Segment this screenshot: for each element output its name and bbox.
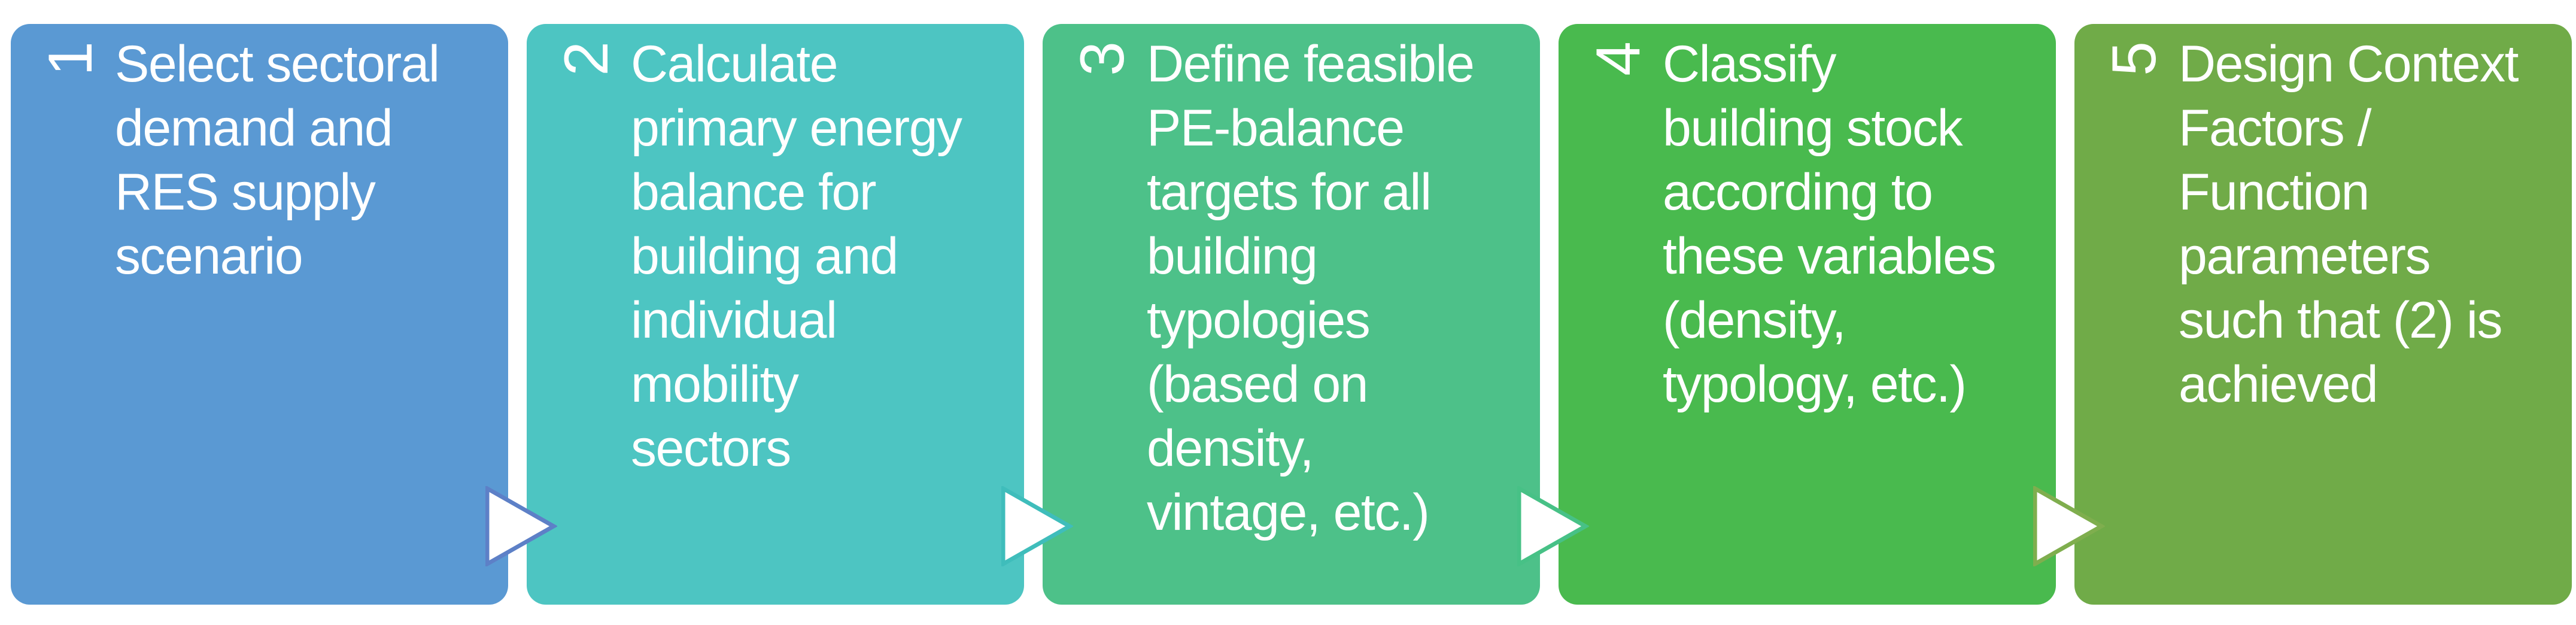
- arrow-right-icon: [2033, 486, 2105, 566]
- arrow-right-icon: [1001, 486, 1073, 566]
- step-1-label: Select sectoral demand and RES supply sc…: [115, 35, 440, 285]
- process-step-4: 4 Classify building stock according to t…: [1559, 24, 2105, 605]
- process-step-5: 5 Design Context Factors / Function para…: [2074, 24, 2572, 605]
- process-step-1: 1 Select sectoral demand and RES supply …: [11, 24, 557, 605]
- process-step-2: 2 Calculate primary energy balance for b…: [527, 24, 1073, 605]
- step-4-label: Classify building stock according to the…: [1663, 35, 1996, 413]
- process-step-3: 3 Define feasible PE-balance targets for…: [1043, 24, 1589, 605]
- step-5-label: Design Context Factors / Function parame…: [2179, 35, 2519, 413]
- arrow-right-icon: [485, 486, 557, 566]
- process-steps-row: 1 Select sectoral demand and RES supply …: [11, 24, 2572, 605]
- step-2-label: Calculate primary energy balance for bui…: [631, 35, 962, 477]
- step-3-label: Define feasible PE-balance targets for a…: [1147, 35, 1475, 541]
- arrow-right-icon: [1517, 486, 1589, 566]
